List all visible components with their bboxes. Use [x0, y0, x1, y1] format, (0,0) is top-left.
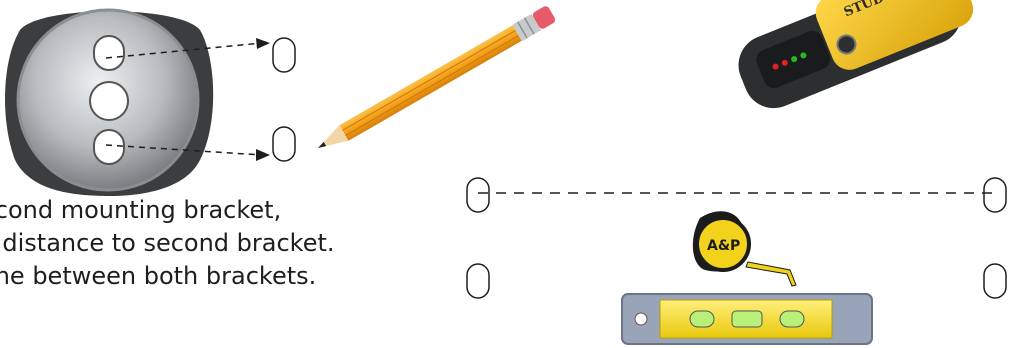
instruction-line: ane between both brackets. [0, 260, 500, 293]
instruction-text: econd mounting bracket, e distance to se… [0, 194, 500, 293]
tape-measure-icon: A&P [693, 211, 796, 286]
pencil-icon [313, 5, 556, 156]
instruction-line: e distance to second bracket. [0, 227, 500, 260]
bracket-slot-bottom [94, 130, 124, 164]
mark-slot-icon [273, 38, 295, 72]
bracket-center-hole [90, 82, 128, 120]
mark-slot-icon [984, 264, 1006, 298]
instruction-line: econd mounting bracket, [0, 194, 500, 227]
bracket-slot-top [94, 36, 124, 70]
tape-measure-label: A&P [707, 238, 740, 254]
mark-slot-icon [273, 127, 295, 161]
spirit-level-icon [622, 294, 872, 344]
level-line [467, 178, 1006, 212]
stud-finder-icon: STUD FINDER [725, 0, 982, 117]
mounting-bracket-icon [5, 10, 213, 196]
mark-slot-icon [984, 178, 1006, 212]
